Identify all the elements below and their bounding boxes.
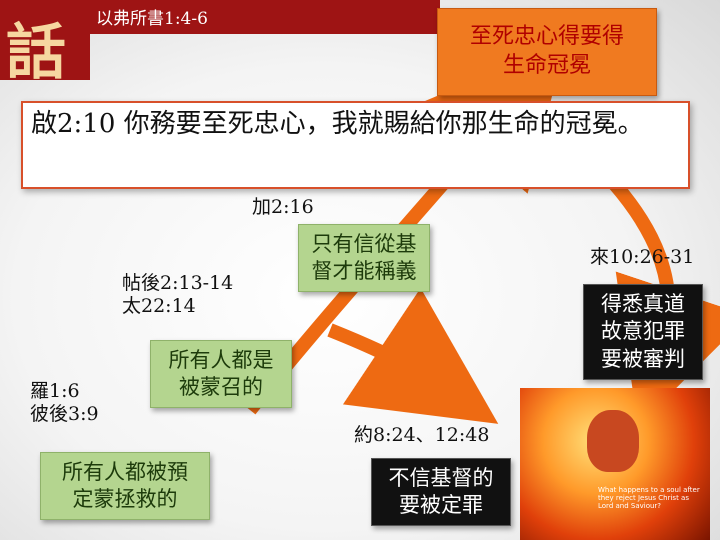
header-book-ref: 以弗所書1:4-6 <box>96 9 208 29</box>
main-verse: 啟2:10 你務要至死忠心，我就賜給你那生命的冠冕。 <box>21 101 690 189</box>
step-faith-only: 只有信從基 督才能稱義 <box>298 224 430 292</box>
step-all-predestined: 所有人都被預 定蒙拯救的 <box>40 452 210 520</box>
ref-thess-matt: 帖後2:13-14 太22:14 <box>122 272 234 317</box>
ref-john: 約8:24、12:48 <box>354 424 490 446</box>
ref-heb: 來10:26-31 <box>590 246 695 268</box>
arrow-to-condemned <box>327 287 499 424</box>
logo-banner <box>0 0 90 80</box>
step-willful-sin-judged: 得悉真道 故意犯罪 要被審判 <box>583 284 703 380</box>
image-caption: What happens to a soul after they reject… <box>598 486 700 510</box>
logo-glyph: 話 <box>6 18 66 88</box>
goal-box: 至死忠心得要得 生命冠冕 <box>437 8 657 96</box>
ref-gal: 加2:16 <box>252 196 314 218</box>
screaming-face <box>587 410 639 472</box>
ref-rom-pet: 羅1:6 彼後3:9 <box>30 380 99 425</box>
step-unbelief-condemned: 不信基督的 要被定罪 <box>371 458 511 526</box>
step-all-called: 所有人都是 被蒙召的 <box>150 340 292 408</box>
